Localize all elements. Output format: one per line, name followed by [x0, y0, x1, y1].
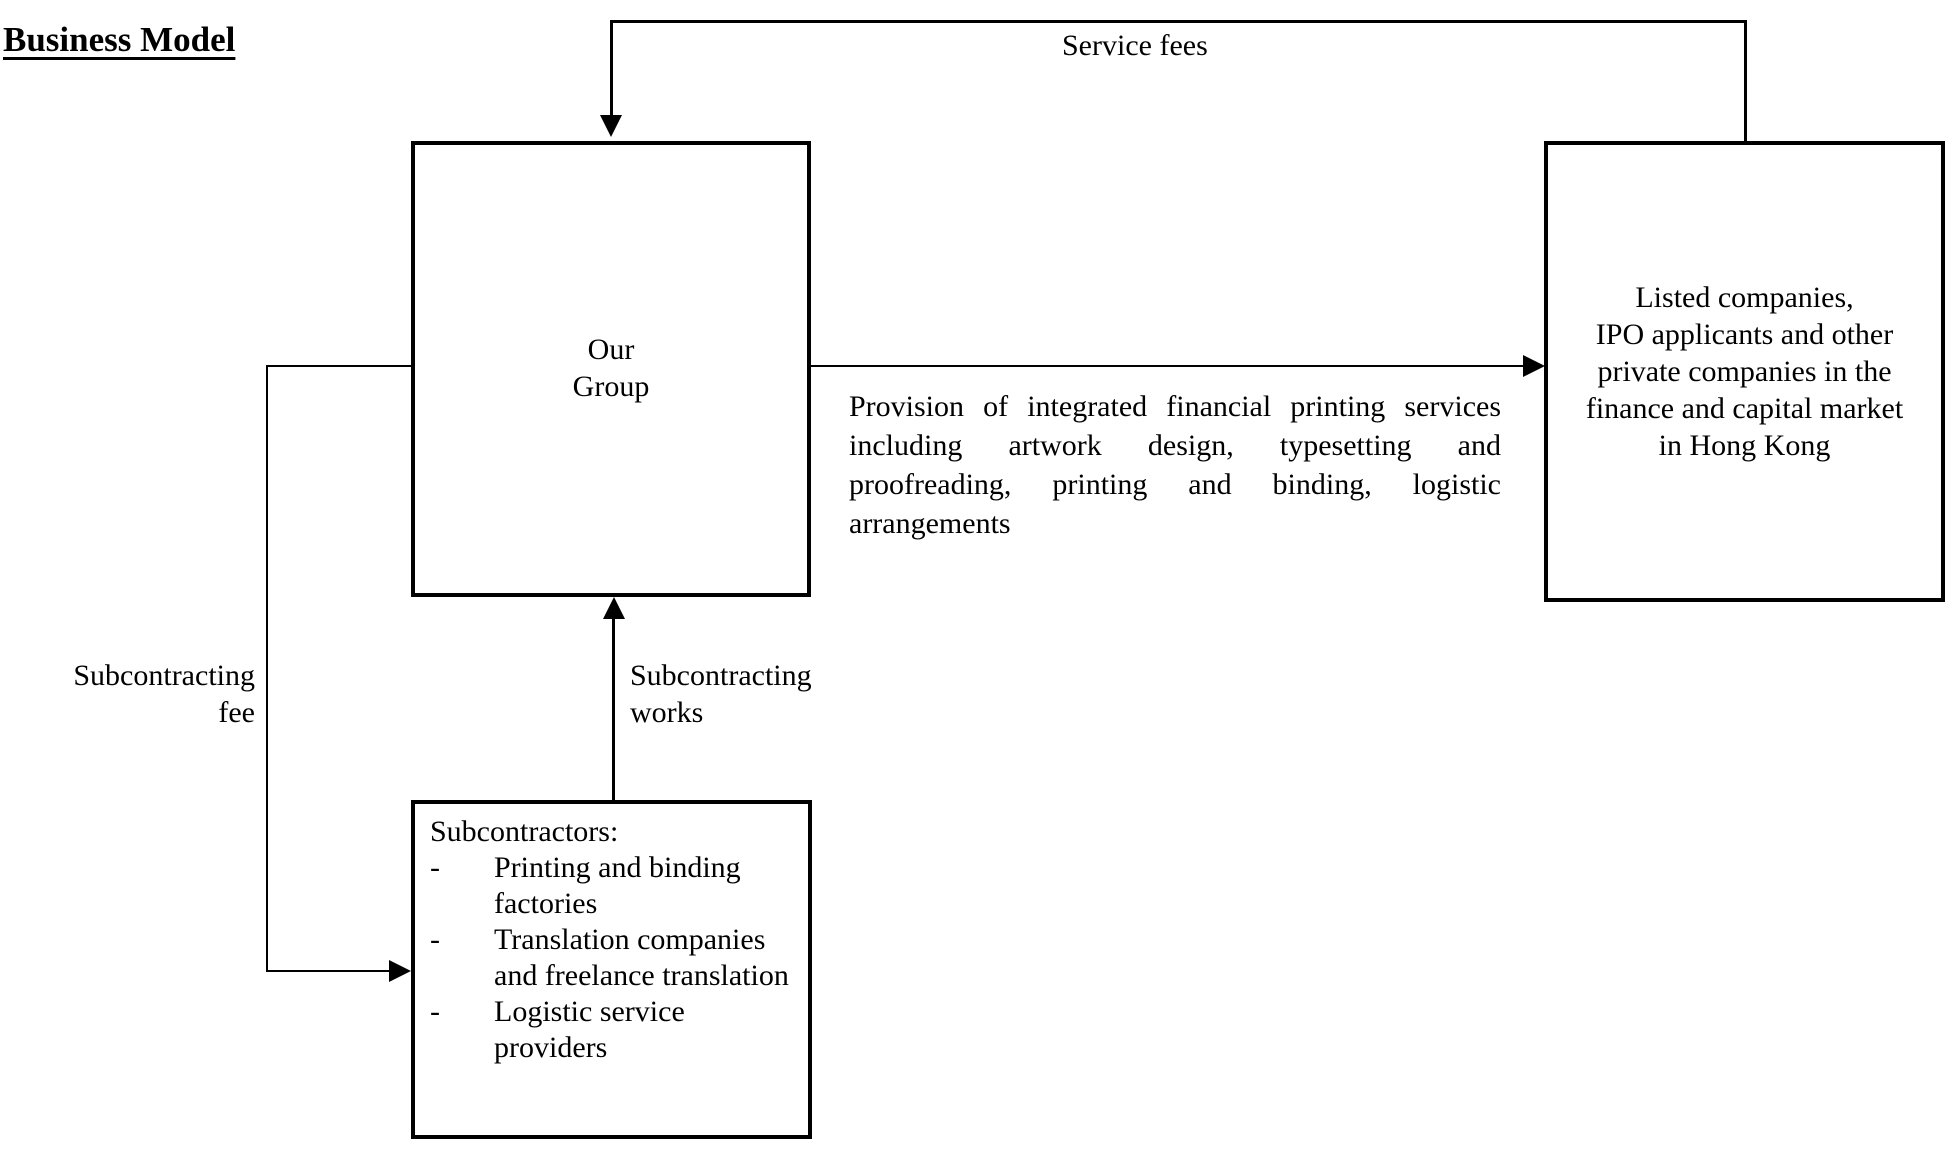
subcontracting-fee-arrowhead [389, 960, 411, 982]
service-fees-edge-segment-right [1744, 20, 1747, 143]
page-title: Business Model [3, 20, 236, 59]
service-fees-edge-segment-left [610, 20, 613, 117]
subcontracting-fee-edge-segment-top [266, 365, 413, 367]
list-item: - Logistic service providers [430, 994, 802, 1066]
list-item: - Printing and binding factories [430, 850, 802, 922]
edge-label-service-fees: Service fees [1062, 29, 1208, 62]
provision-edge-line [811, 365, 1524, 367]
bullet-dash-icon: - [430, 923, 440, 956]
edge-label-provision: Provision of integrated financial printi… [849, 390, 1501, 540]
service-fees-arrowhead [600, 115, 622, 137]
list-item-label: Logistic service providers [494, 995, 685, 1064]
list-item: - Translation companies and freelance tr… [430, 922, 802, 994]
subcontractors-heading: Subcontractors: [430, 815, 619, 848]
bullet-dash-icon: - [430, 995, 440, 1028]
node-our-group[interactable]: Our Group [411, 141, 811, 597]
list-item-label: Translation companies and freelance tran… [494, 923, 789, 992]
edge-label-subcontracting-fee: Subcontracting fee [73, 659, 255, 729]
provision-arrowhead [1523, 355, 1545, 377]
subcontracting-works-arrowhead [603, 597, 625, 619]
list-item-label: Printing and binding factories [494, 851, 741, 920]
node-customers-label: Listed companies, IPO applicants and oth… [1585, 280, 1904, 463]
node-our-group-label: Our Group [572, 333, 650, 403]
node-customers[interactable]: Listed companies, IPO applicants and oth… [1544, 141, 1945, 602]
service-fees-edge-segment-top [610, 20, 1747, 23]
subcontracting-fee-edge-segment-bottom [266, 970, 390, 972]
subcontractors-list: Subcontractors: - Printing and binding f… [430, 814, 802, 1066]
subcontracting-works-edge-line [612, 618, 615, 802]
bullet-dash-icon: - [430, 851, 440, 884]
subcontracting-fee-edge-segment-left [266, 365, 268, 970]
node-subcontractors[interactable]: Subcontractors: - Printing and binding f… [411, 800, 812, 1139]
edge-label-subcontracting-works: Subcontracting works [630, 659, 812, 729]
